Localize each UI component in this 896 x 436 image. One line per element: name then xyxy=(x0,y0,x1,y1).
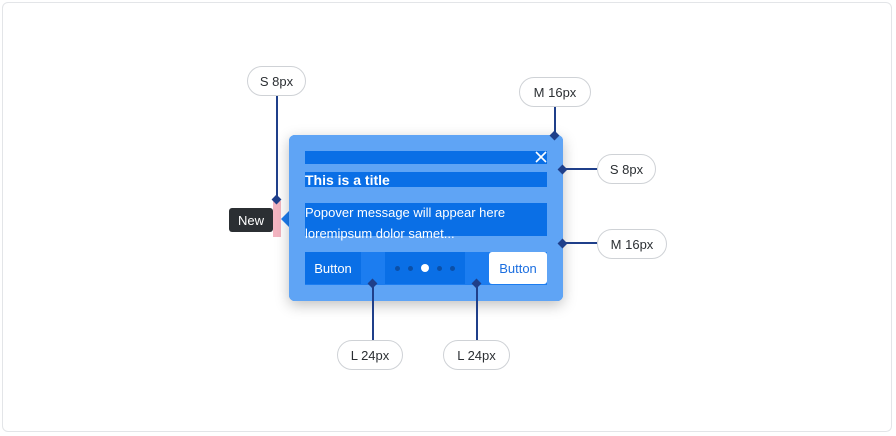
message-area xyxy=(305,203,547,236)
spacing-band-title-gap xyxy=(289,187,563,203)
primary-button[interactable]: Button xyxy=(489,252,547,284)
annotation-text-top-right: M 16px xyxy=(533,84,577,100)
gap-marker xyxy=(273,201,281,237)
annotation-text-top-left: S 8px xyxy=(259,73,294,89)
spacing-band-right xyxy=(547,135,563,301)
secondary-button[interactable]: Button xyxy=(305,252,361,284)
spacing-band-top xyxy=(289,135,563,151)
annotation-label-top-left: S 8px xyxy=(247,66,306,96)
popover-message: Popover message will appear here loremip… xyxy=(305,202,549,244)
annotation-label-top-right: M 16px xyxy=(519,77,591,107)
close-icon[interactable] xyxy=(535,151,547,163)
annotation-line-right-upper xyxy=(562,168,597,170)
annotation-label-right-lower: M 16px xyxy=(597,229,667,259)
pagination-dot[interactable] xyxy=(395,265,400,271)
header-area xyxy=(305,151,547,164)
popover-arrow xyxy=(281,211,289,227)
pagination-dots[interactable] xyxy=(385,252,465,284)
annotation-line-right-lower xyxy=(562,242,597,244)
title-area xyxy=(305,172,547,187)
annotation-label-bottom-right: L 24px xyxy=(443,340,510,370)
annotation-text-right-lower: M 16px xyxy=(610,236,654,252)
pagination-dot[interactable] xyxy=(408,265,413,271)
pagination-dot-active[interactable] xyxy=(421,264,429,272)
new-tag: New xyxy=(229,208,273,232)
new-tag-label: New xyxy=(237,212,264,228)
spacing-band-message-gap xyxy=(289,236,563,252)
annotation-label-right-upper: S 8px xyxy=(597,154,656,184)
annotation-line-top-left xyxy=(276,96,278,199)
pagination-dot[interactable] xyxy=(450,265,455,271)
spacing-band-bottom xyxy=(289,285,563,301)
annotation-text-bottom-left: L 24px xyxy=(350,347,390,363)
spacing-band-close-gap xyxy=(289,164,563,172)
popover-title: This is a title xyxy=(305,172,390,188)
popover-message-line-1: Popover message will appear here xyxy=(305,205,506,220)
popover-message-line-2: loremipsum dolor samet... xyxy=(305,226,455,241)
popover: This is a title Popover message will app… xyxy=(289,135,563,301)
annotation-line-bottom-left xyxy=(372,284,374,340)
annotation-line-bottom-right xyxy=(476,284,478,340)
spacing-band-left xyxy=(289,135,305,301)
annotation-line-top-right xyxy=(554,106,556,135)
annotation-text-right-upper: S 8px xyxy=(609,161,644,177)
pagination-dot[interactable] xyxy=(437,265,442,271)
annotation-label-bottom-left: L 24px xyxy=(337,340,403,370)
annotation-text-bottom-right: L 24px xyxy=(457,347,496,363)
